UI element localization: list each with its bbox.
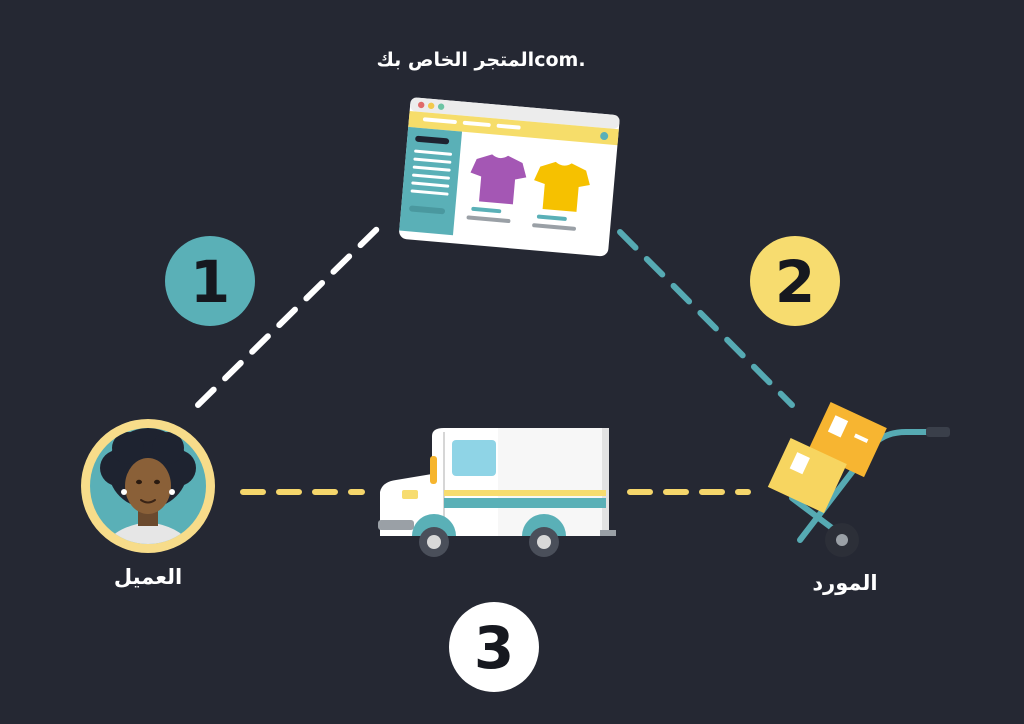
step-number-2: 2 bbox=[775, 248, 815, 316]
yellow-shirt-icon bbox=[534, 161, 590, 212]
connector-customer-store bbox=[195, 225, 381, 408]
step-number-1: 1 bbox=[190, 248, 230, 316]
step-badge-3: 3 bbox=[449, 602, 539, 692]
step-badge-2: 2 bbox=[750, 236, 840, 326]
online-store-browser-icon bbox=[399, 97, 620, 257]
step-number-3: 3 bbox=[474, 614, 514, 682]
connector-store-supplier bbox=[617, 229, 795, 408]
step-badge-1: 1 bbox=[165, 236, 255, 326]
customer-label: العميل bbox=[114, 565, 182, 589]
customer-avatar-icon bbox=[81, 419, 215, 553]
hand-truck-boxes-icon bbox=[767, 401, 950, 557]
delivery-van-icon bbox=[378, 428, 616, 557]
purple-shirt-icon bbox=[470, 154, 527, 205]
store-label: .comالمتجر الخاص بك bbox=[376, 49, 585, 71]
supplier-label: المورد bbox=[812, 571, 877, 595]
